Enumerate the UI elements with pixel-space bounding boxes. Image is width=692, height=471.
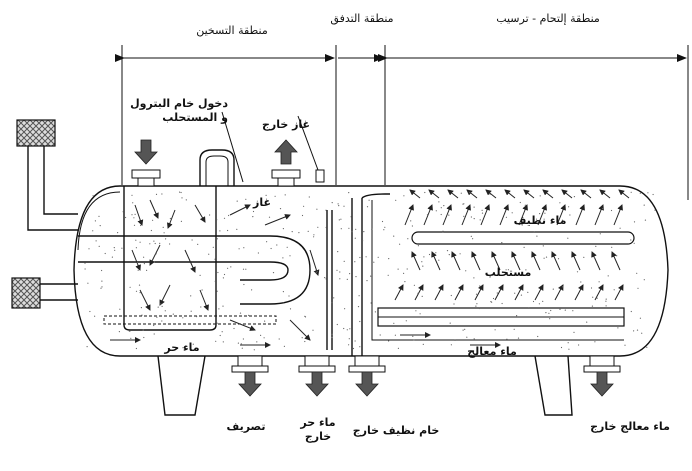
label-treated-water: ماء معالج <box>467 345 517 358</box>
label-clean-crude-out: خام نظيف خارج <box>353 424 440 438</box>
flow-arrow <box>194 204 206 223</box>
flow-arrow <box>149 199 159 219</box>
leader-lines <box>221 111 319 183</box>
flow-arrow <box>537 204 547 226</box>
flow-arrow <box>229 204 251 216</box>
flow-arrow <box>613 204 623 226</box>
fire-tube <box>78 235 311 305</box>
flow-arrow <box>534 284 544 301</box>
drain-arrow <box>238 371 262 397</box>
label-gas: غاز <box>252 196 271 209</box>
flow-arrow <box>159 284 171 306</box>
flow-arrow <box>542 189 554 199</box>
label-gas-out: غاز خارج <box>262 118 310 132</box>
flow-arrow <box>554 284 564 301</box>
flow-arrow <box>580 189 592 199</box>
bottom-nozzles <box>231 355 621 373</box>
flow-arrow <box>485 189 497 199</box>
flow-arrow <box>447 189 459 199</box>
process-arrows <box>134 139 614 397</box>
flow-arrow <box>599 189 611 199</box>
flow-arrow <box>229 319 256 331</box>
flow-arrow <box>518 204 528 226</box>
flow-arrow <box>514 284 524 301</box>
lower-burner-box <box>11 277 41 309</box>
flow-arrow <box>428 189 440 199</box>
flow-arrow <box>474 284 484 301</box>
flow-arrow <box>504 189 516 199</box>
flow-arrow <box>491 251 501 271</box>
flow-arrow <box>451 251 461 271</box>
flow-arrow <box>404 204 414 226</box>
flow-arrow <box>480 204 490 226</box>
clean-crude-out-arrow <box>355 371 379 397</box>
flow-arrow <box>411 251 421 271</box>
flow-arrow <box>551 251 561 271</box>
flow-arrow <box>594 284 604 301</box>
flow-arrow <box>134 204 144 226</box>
gas-out-arrow <box>274 139 298 165</box>
zone-label-flow: منطقة التدفق <box>330 12 393 26</box>
flow-arrow <box>499 204 509 226</box>
flow-arrow <box>556 204 566 226</box>
flow-arrow <box>571 251 581 271</box>
zone-dimensions <box>115 45 689 200</box>
vessel <box>73 185 669 357</box>
flow-arrow <box>523 189 535 199</box>
flow-arrow <box>131 249 141 271</box>
flow-arrow <box>454 284 464 301</box>
flow-arrow <box>618 189 630 199</box>
flow-arrow <box>471 251 481 271</box>
upper-burner-box <box>16 119 56 147</box>
flow-arrow <box>184 249 196 273</box>
flow-zone-walls <box>326 193 390 356</box>
crude-inlet-arrow <box>134 139 158 165</box>
label-drain: تصريف <box>226 420 265 433</box>
flow-arrow <box>199 289 209 311</box>
flow-arrow <box>575 204 585 226</box>
flow-arrow <box>494 284 504 301</box>
vessel-legs <box>157 355 573 416</box>
internal-flow-arrows <box>110 189 630 348</box>
flow-arrow <box>442 204 452 226</box>
flow-arrow <box>561 189 573 199</box>
zone-label-heating: منطقة التسخين <box>196 24 268 37</box>
flow-arrow <box>574 284 584 301</box>
flow-arrow <box>594 204 604 226</box>
flow-arrow <box>139 289 151 311</box>
flow-arrow <box>149 244 161 266</box>
flow-arrow <box>511 251 521 271</box>
label-treated-water-out: ماء معالج خارج <box>590 420 670 434</box>
stipple-texture <box>84 191 656 351</box>
flow-arrow <box>289 319 311 341</box>
top-nozzles <box>131 149 325 187</box>
label-emulsion: مستحلب <box>485 266 532 279</box>
flow-arrow <box>409 189 421 199</box>
label-hot-water: ماء حر <box>163 341 199 354</box>
flow-arrow <box>394 284 404 301</box>
zone-label-coalescing: منطقة إلتحام - ترسيب <box>496 12 600 25</box>
flow-arrow <box>434 284 444 301</box>
coalescing-internals <box>371 200 635 341</box>
heating-chamber <box>103 186 277 331</box>
burner-assembly <box>11 119 78 309</box>
free-water-out-arrow <box>305 371 329 397</box>
flow-arrow <box>461 204 471 226</box>
flow-arrow <box>431 251 441 271</box>
flow-arrow <box>167 209 176 229</box>
flow-arrow <box>591 251 601 271</box>
treated-water-out-arrow <box>590 371 614 397</box>
flow-arrow <box>414 284 424 301</box>
flow-arrow <box>611 251 621 271</box>
flow-arrow <box>466 189 478 199</box>
label-clean-water: ماء نظيف <box>514 214 567 227</box>
flow-arrow <box>614 284 624 301</box>
flow-arrow <box>531 251 541 271</box>
flow-arrow <box>264 214 291 226</box>
